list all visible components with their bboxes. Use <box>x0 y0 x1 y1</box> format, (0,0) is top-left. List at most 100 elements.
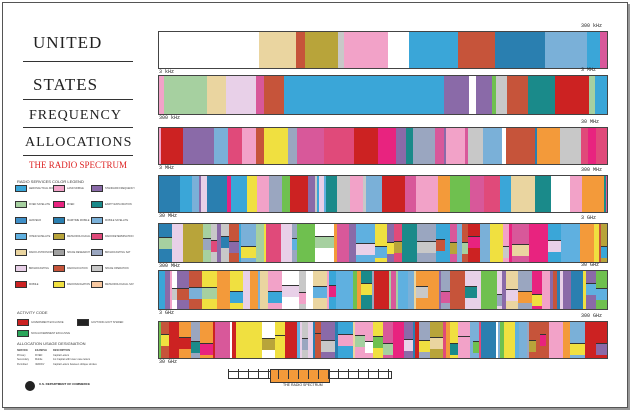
legend-item: MARITIME MOBILE <box>53 217 89 224</box>
allocation-segment <box>183 224 204 262</box>
legend-item: FIXED <box>53 201 74 208</box>
allocation-segment <box>596 322 607 358</box>
scale-tick <box>268 369 269 379</box>
allocation-subsegment <box>450 343 458 355</box>
allocation-segment <box>450 176 471 212</box>
band-start-frequency: 3 MHz <box>159 165 175 171</box>
table-cell: Capital Letters between oblique strokes <box>53 362 97 366</box>
allocation-subsegment <box>503 246 509 258</box>
allocation-segment <box>446 128 466 164</box>
allocation-segment <box>468 224 481 262</box>
legend-item: RADIO ASTRONOMY <box>15 249 54 256</box>
allocation-segment <box>606 176 607 212</box>
title-line-2: STATES <box>33 75 99 94</box>
allocation-subsegment <box>570 343 585 355</box>
allocation-segment <box>297 224 316 262</box>
allocation-subsegment <box>419 340 430 352</box>
allocation-segment <box>458 32 496 68</box>
legend-label: AERONAUTICAL MOBILE <box>29 187 59 190</box>
allocation-segment <box>344 32 389 68</box>
legend-swatch <box>53 281 65 288</box>
allocation-segment <box>549 322 564 358</box>
allocation-subsegment <box>338 334 353 346</box>
legend-item: STANDARD FREQUENCY <box>91 185 135 192</box>
scale-tick <box>368 369 369 379</box>
spectrum-band <box>158 175 608 213</box>
allocation-subsegment <box>458 336 470 348</box>
allocation-segment <box>484 176 501 212</box>
allocation-segment <box>164 76 208 114</box>
allocation-segment <box>321 322 336 358</box>
allocation-segment <box>596 128 607 164</box>
legend-item: METEOROLOGICAL <box>53 233 90 240</box>
scale-tick <box>328 369 329 379</box>
allocation-subsegment <box>275 335 285 347</box>
legend-item: SPACE RESEARCH <box>53 249 90 256</box>
allocation-subsegment <box>292 238 297 250</box>
allocation-subsegment <box>268 291 282 303</box>
allocation-segment <box>202 271 218 309</box>
allocation-segment <box>374 271 390 309</box>
allocation-segment <box>230 271 244 309</box>
allocation-segment <box>382 176 406 212</box>
allocation-subsegment <box>548 240 561 252</box>
allocation-subsegment <box>177 288 189 300</box>
allocation-subsegment <box>211 240 217 252</box>
allocation-segment <box>236 322 251 358</box>
scale-tick <box>258 369 259 379</box>
legend-swatch <box>15 233 27 240</box>
allocation-segment <box>528 76 556 114</box>
legend-swatch <box>91 185 103 192</box>
table-cell: FIXED <box>35 353 43 357</box>
scale-tick <box>348 369 349 379</box>
table-cell: Secondary <box>17 358 29 361</box>
allocation-segment <box>512 224 530 262</box>
legend-item: RADIOLOCATION <box>53 265 88 272</box>
legend-item: BROADCASTING SAT <box>91 249 130 256</box>
allocation-segment <box>228 128 243 164</box>
band-end-frequency: 30 GHz <box>581 262 600 268</box>
allocation-subsegment <box>315 236 334 248</box>
title-line-3: FREQUENCY <box>29 108 123 123</box>
legend-swatch <box>53 265 65 272</box>
allocation-segment <box>262 322 276 358</box>
allocation-segment <box>268 271 283 309</box>
allocation-segment <box>555 76 590 114</box>
allocation-subsegment <box>161 334 169 346</box>
allocation-segment <box>388 32 410 68</box>
legend-swatch <box>15 185 27 192</box>
legend-swatch <box>53 233 65 240</box>
legend-item: LAND MOBILE <box>53 185 84 192</box>
allocation-segment <box>450 271 466 309</box>
divider <box>23 127 133 128</box>
allocation-segment <box>189 271 203 309</box>
legend-label: BROADCASTING <box>29 267 50 270</box>
legend-label: STANDARD FREQUENCY <box>105 187 135 190</box>
band-start-frequency: 3 GHz <box>159 310 175 316</box>
legend-swatch <box>91 217 103 224</box>
allocation-subsegment <box>601 246 607 258</box>
legend-label: MOBILE <box>29 283 39 286</box>
legend-label: SPACE OPERATION <box>105 267 129 270</box>
table-cell: /RADIO/ <box>35 362 45 366</box>
allocation-segment <box>476 76 493 114</box>
allocation-segment <box>336 271 354 309</box>
legend-label: RADIODETERMINATION <box>105 235 134 238</box>
allocation-subsegment <box>191 341 200 353</box>
allocation-usage-title: ALLOCATION USAGE DESIGNATION <box>17 341 86 346</box>
legend-item: AERONAUTICAL MOBILE <box>15 185 59 192</box>
allocation-segment <box>183 128 215 164</box>
band-end-frequency: 3 MHz <box>581 67 597 73</box>
allocation-segment <box>217 271 231 309</box>
allocation-subsegment <box>373 336 383 348</box>
allocation-segment <box>366 176 383 212</box>
legend-label: METEOROLOGICAL <box>67 235 91 238</box>
spectrum-scale: THE RADIO SPECTRUM <box>228 363 392 393</box>
allocation-segment <box>378 128 397 164</box>
allocation-subsegment <box>361 283 372 295</box>
legend-label: SPACE RESEARCH <box>67 251 90 254</box>
allocation-segment <box>259 32 297 68</box>
legend-label: INTER-SATELLITE <box>29 235 51 238</box>
allocation-segment <box>483 128 503 164</box>
allocation-segment <box>416 176 439 212</box>
